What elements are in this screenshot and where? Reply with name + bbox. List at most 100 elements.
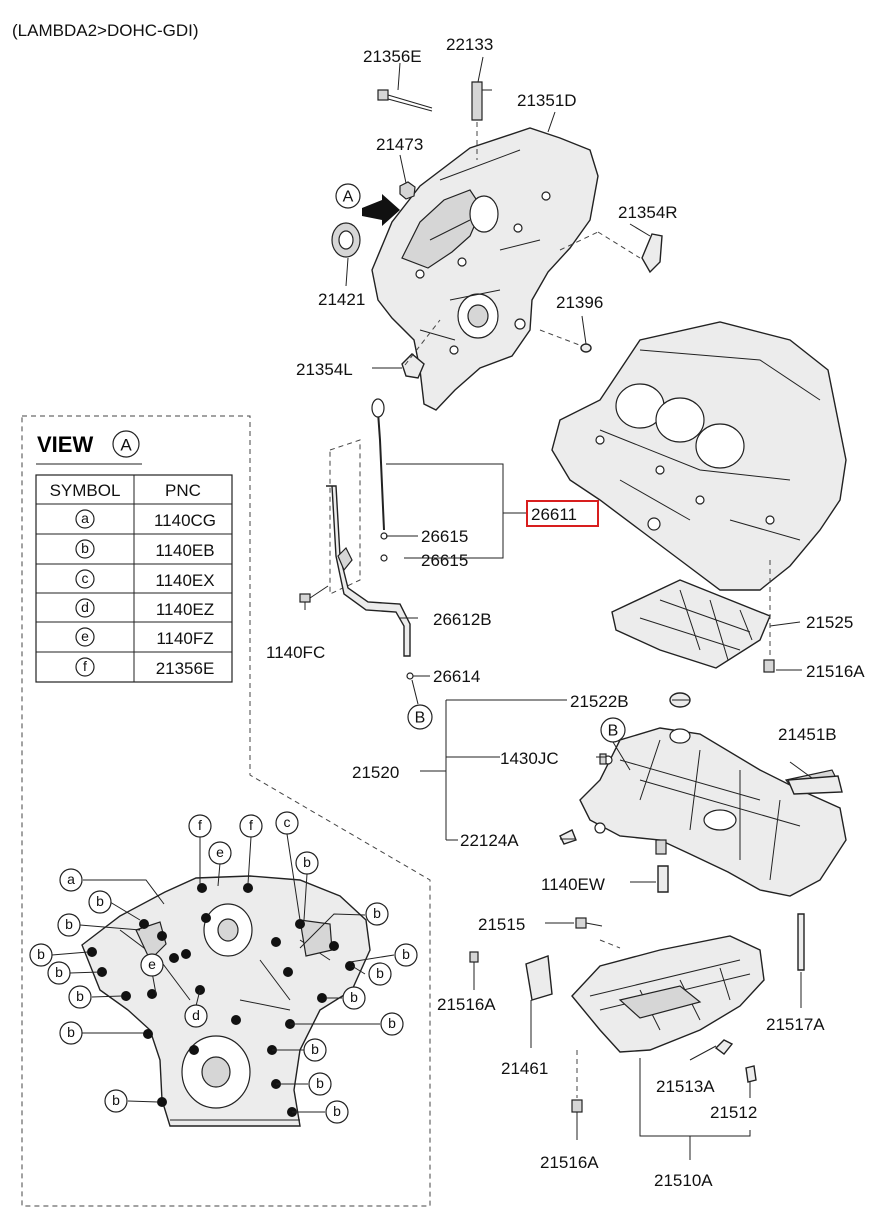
svg-text:b: b <box>316 1075 324 1091</box>
header-title: (LAMBDA2>DOHC-GDI) <box>12 21 199 40</box>
svg-text:f: f <box>198 817 202 833</box>
label-26614: 26614 <box>433 667 480 686</box>
label-21513A: 21513A <box>656 1077 715 1096</box>
table-symbol: c <box>82 570 89 586</box>
view-symbol-d1: d <box>184 1004 208 1028</box>
svg-text:b: b <box>311 1041 319 1057</box>
label-1140FC: 1140FC <box>266 643 325 662</box>
view-symbol-b11: b <box>59 1021 83 1045</box>
table-symbol: e <box>81 628 89 644</box>
view-symbol-b5: b <box>29 943 53 967</box>
view-symbol-e2: e <box>140 953 164 977</box>
view-symbol-b3: b <box>365 902 389 926</box>
callout-A-label: A <box>343 189 354 206</box>
view-symbol-b8: b <box>368 962 392 986</box>
svg-text:b: b <box>67 1024 75 1040</box>
table-pnc: 1140EX <box>155 571 214 590</box>
view-symbol-b10: b <box>342 986 366 1010</box>
highlight-box-26611 <box>526 500 599 527</box>
view-a-panel-border <box>21 415 431 1207</box>
callout-B-left-label: B <box>415 710 426 727</box>
sensor-22133 <box>471 81 483 121</box>
label-26612B: 26612B <box>433 610 492 629</box>
svg-text:b: b <box>96 893 104 909</box>
table-header-symbol: SYMBOL <box>50 481 121 500</box>
label-21354R: 21354R <box>618 203 678 222</box>
timing-cover-assembly <box>331 81 663 411</box>
label-21522B: 21522B <box>570 692 629 711</box>
label-21516A-mid: 21516A <box>437 995 496 1014</box>
table-row: b 1140EB <box>75 539 215 560</box>
lower-oil-pan-21510A <box>571 935 765 1053</box>
plug-22124A <box>559 829 577 845</box>
bolt-21516A-mid <box>469 951 479 963</box>
nut-21473 <box>399 181 416 200</box>
table-pnc: 1140EB <box>155 541 214 560</box>
view-arrow-icon <box>362 194 400 226</box>
label-26615-b: 26615 <box>421 551 468 570</box>
label-21473: 21473 <box>376 135 423 154</box>
view-symbol-b16: b <box>325 1100 349 1124</box>
view-symbol-b13: b <box>303 1038 327 1062</box>
label-22124A: 22124A <box>460 831 519 850</box>
symbol-pnc-table <box>35 474 233 683</box>
view-symbol-b14: b <box>308 1072 332 1096</box>
view-a-timing-cover <box>81 875 371 1127</box>
bolt-21516A-bot <box>571 1099 583 1113</box>
cylinder-block <box>551 321 847 591</box>
view-symbol-b9: b <box>68 985 92 1009</box>
svg-text:b: b <box>376 965 384 981</box>
label-21354L: 21354L <box>296 360 353 379</box>
view-ref-circle <box>112 430 140 458</box>
view-ref-label: A <box>120 436 132 455</box>
table-symbol: f <box>83 658 87 674</box>
label-21351D: 21351D <box>517 91 577 110</box>
svg-text:e: e <box>148 956 156 972</box>
label-21516A-bot: 21516A <box>540 1153 599 1172</box>
callout-B-right-label: B <box>608 723 619 740</box>
bolt-21516A-top <box>763 659 775 673</box>
label-21510A: 21510A <box>654 1171 713 1190</box>
strainer-21461 <box>525 955 553 1001</box>
table-row: f 21356E <box>75 657 214 678</box>
svg-text:b: b <box>333 1103 341 1119</box>
bolt-1140EW <box>657 865 669 893</box>
gasket-21354R <box>641 233 663 274</box>
view-symbol-e1: e <box>208 841 232 865</box>
svg-text:b: b <box>112 1092 120 1108</box>
callout-circle-B-left <box>407 704 433 730</box>
table-header-pnc: PNC <box>165 481 201 500</box>
label-21396: 21396 <box>556 293 603 312</box>
table-row: d 1140EZ <box>75 598 214 619</box>
label-21520: 21520 <box>352 763 399 782</box>
label-21461: 21461 <box>501 1059 548 1078</box>
table-pnc: 1140EZ <box>156 600 214 619</box>
label-22133: 22133 <box>446 35 493 54</box>
svg-text:b: b <box>303 854 311 870</box>
label-21451B: 21451B <box>778 725 837 744</box>
view-symbol-b1: b <box>295 851 319 875</box>
label-26615-a: 26615 <box>421 527 468 546</box>
table-symbol: b <box>81 540 89 556</box>
svg-text:b: b <box>76 988 84 1004</box>
plug-21512 <box>745 1065 757 1083</box>
svg-text:e: e <box>216 844 224 860</box>
label-26611: 26611 <box>531 505 577 524</box>
label-1140EW: 1140EW <box>541 875 605 894</box>
svg-text:b: b <box>402 946 410 962</box>
svg-text:b: b <box>350 989 358 1005</box>
bolt-21356E-head <box>377 89 389 101</box>
table-row: e 1140FZ <box>75 627 214 648</box>
label-21421: 21421 <box>318 290 365 309</box>
svg-text:c: c <box>284 814 291 830</box>
svg-text:b: b <box>373 905 381 921</box>
bolt-21517A <box>797 913 805 971</box>
table-pnc: 1140FZ <box>156 629 213 648</box>
table-row: c 1140EX <box>75 569 215 590</box>
table-pnc: 1140CG <box>154 511 216 530</box>
view-symbol-b7: b <box>47 961 71 985</box>
svg-text:d: d <box>192 1007 200 1023</box>
svg-text:b: b <box>55 964 63 980</box>
view-symbol-b15: b <box>104 1089 128 1113</box>
